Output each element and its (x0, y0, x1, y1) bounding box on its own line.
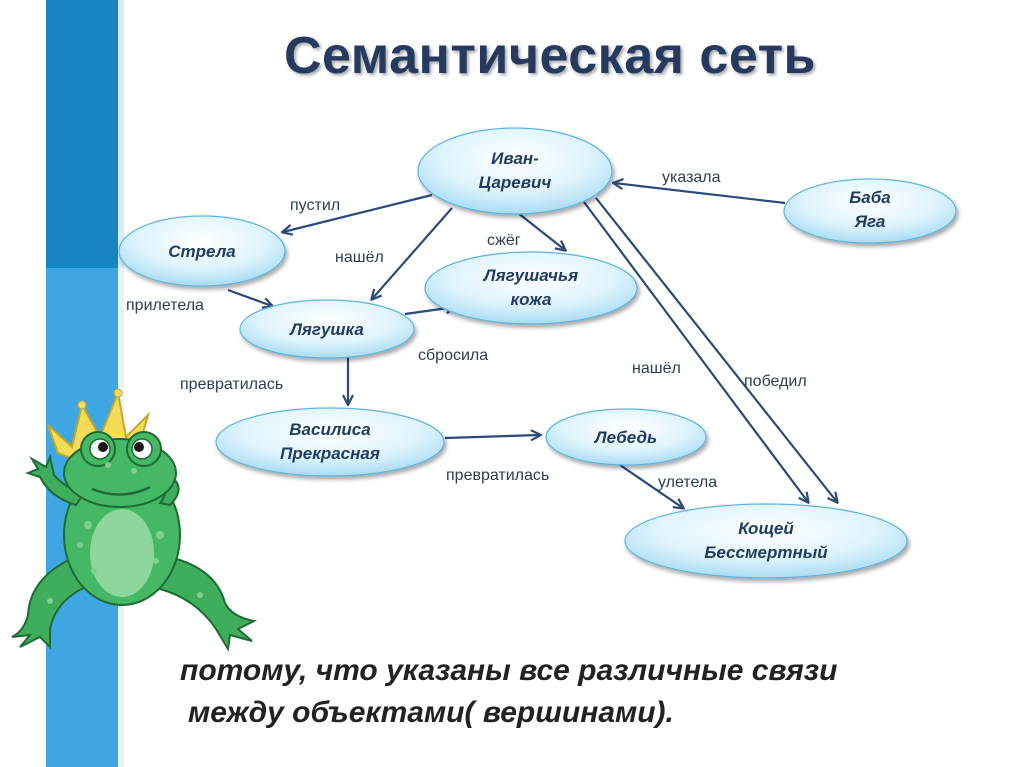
node-strela: Стрела (118, 215, 286, 287)
node-ivan-line1: Иван- (491, 149, 539, 168)
page-title: Семантическая сеть (284, 27, 816, 85)
edge-label-sbrosila: сбросила (418, 347, 488, 364)
edge-label-uletela: улетела (658, 474, 717, 491)
node-strela-label: Стрела (168, 242, 235, 261)
left-margin (0, 0, 46, 767)
edge-ivan-koschei-nashel (583, 201, 808, 502)
caption: потому, что указаны все различные связи … (180, 650, 1010, 734)
edge-label-priletela: прилетела (126, 297, 204, 314)
node-vasilisa-line2: Прекрасная (280, 444, 380, 463)
node-lyagushka: Лягушка (239, 299, 415, 359)
edge-label-pobedil: победил (744, 373, 807, 390)
caption-line-2: между объектами( вершинами). (188, 696, 674, 729)
edge-ivan-lyagushka (372, 207, 453, 299)
edge-label-prevratilas-1: превратилась (180, 376, 283, 393)
node-koschei-line1: Кощей (738, 519, 794, 538)
node-lyagushachya-kozha: Лягушачья кожа (424, 251, 638, 325)
edge-ivan-kozha (517, 212, 565, 250)
edge-label-szheg: сжёг (487, 232, 521, 249)
edge-vasilisa-lebed (444, 435, 540, 438)
edge-lebed-koschei (619, 464, 683, 508)
edge-label-ukazala: указала (662, 169, 721, 186)
edge-strela-lyagushka (227, 288, 272, 306)
node-koschei: Кощей Бессмертный (624, 503, 908, 579)
frog-prince-illustration (11, 388, 258, 652)
node-baba-line1: Баба (849, 188, 890, 207)
node-baba-line2: Яга (854, 212, 886, 231)
node-vasilisa-line1: Василиса (289, 420, 370, 439)
edge-label-prevratilas-2: превратилась (446, 467, 549, 484)
edge-label-nashel-lyagushka: нашёл (335, 249, 384, 266)
sidebar-band-dark (46, 0, 118, 268)
node-koschei-line2: Бессмертный (704, 543, 828, 562)
node-kozha-line2: кожа (511, 290, 552, 309)
node-lebed: Лебедь (545, 408, 707, 466)
caption-line-1: потому, что указаны все различные связи (180, 654, 838, 687)
edge-baba-ivan (614, 183, 786, 205)
node-ivan-line2: Царевич (479, 173, 552, 192)
edge-ivan-koschei-pobedil (595, 197, 837, 502)
node-ivan: Иван- Царевич (417, 127, 613, 215)
node-lebed-label: Лебедь (593, 428, 657, 447)
node-lyagushka-label: Лягушка (288, 320, 364, 339)
edge-label-nashel-koschei: нашёл (632, 360, 681, 377)
edge-label-pustil: пустил (290, 197, 340, 214)
node-vasilisa: Василиса Прекрасная (215, 407, 445, 477)
frog-icon (11, 431, 258, 652)
edge-ivan-strela (283, 193, 433, 232)
node-baba-yaga: Баба Яга (783, 178, 957, 244)
sidebar-strip (118, 0, 124, 268)
node-kozha-line1: Лягушачья (482, 266, 578, 285)
